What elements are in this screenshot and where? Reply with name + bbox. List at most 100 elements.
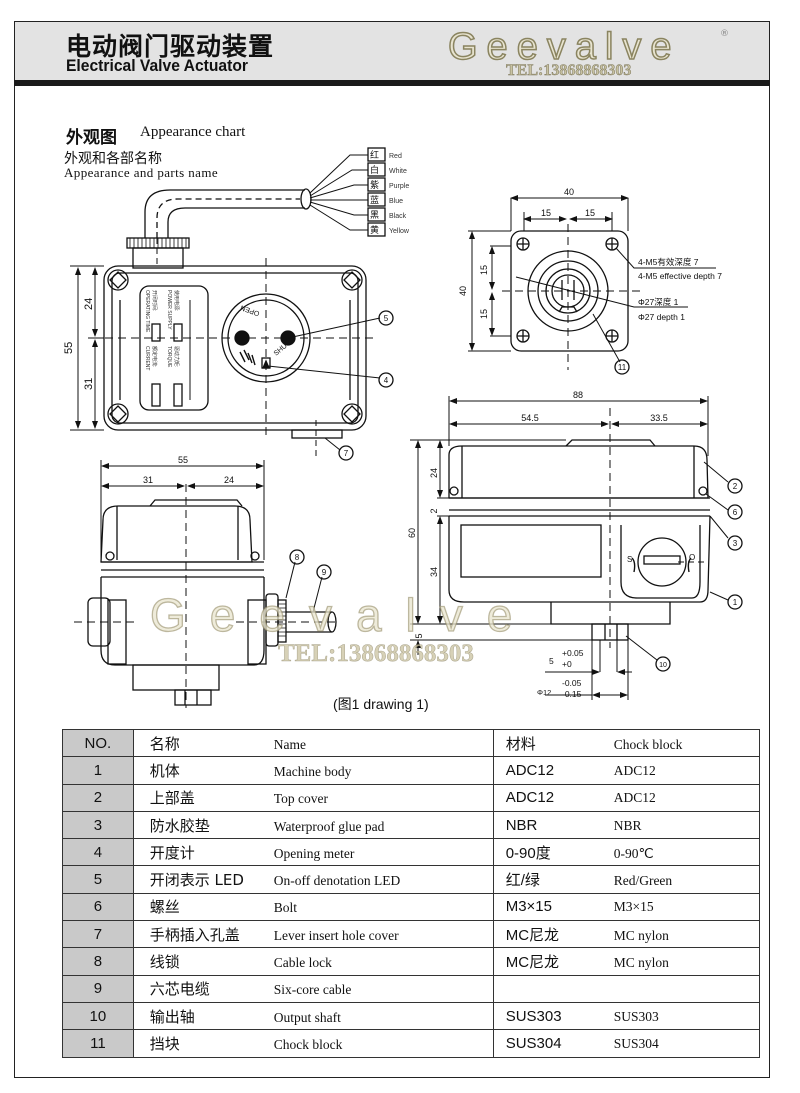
callout-5-label: 5 <box>384 314 389 323</box>
wire-en-purple: Purple <box>389 183 409 190</box>
row-name-cn: 挡块 <box>149 1034 180 1053</box>
callout-11 <box>614 359 630 375</box>
dim-side-24: 24 <box>224 475 234 485</box>
dim-right-34: 34 <box>429 567 439 577</box>
dim-right-2: 2 <box>429 508 439 513</box>
registered-mark: ® <box>720 29 729 39</box>
row-name-cn: 开度计 <box>149 843 195 862</box>
front-callout-leaders <box>267 317 381 451</box>
row-name-en: Machine body <box>273 763 352 779</box>
callout-9 <box>316 564 332 580</box>
callout-8-label: 8 <box>295 553 300 562</box>
section-subtitle-cn: 外观和各部名称 <box>64 151 162 167</box>
callout-1-label: 1 <box>733 598 738 607</box>
dial-open-label: OPEN <box>240 303 261 316</box>
row-name-cn: 手柄插入孔盖 <box>149 925 240 944</box>
dim-right-54-5: 54.5 <box>521 413 539 423</box>
row-no: 2 <box>62 783 134 812</box>
callout-2 <box>727 478 743 494</box>
dim-front-24: 24 <box>83 298 95 310</box>
side-view-dimensions <box>100 460 323 613</box>
six-core-cable <box>126 188 312 269</box>
front-view-dimensions <box>70 265 104 431</box>
callout-8 <box>289 549 305 565</box>
wire-cn-white: 白 <box>370 164 379 176</box>
row-name-en: Top cover <box>273 791 328 807</box>
dim-bottom-40w: 40 <box>564 187 574 197</box>
header-name-cn: 名称 <box>149 734 180 753</box>
row-material-cn: SUS303 <box>505 1007 562 1025</box>
row-no: 4 <box>62 838 134 867</box>
label-current: 额定电流: <box>151 346 158 367</box>
dim-side-55: 55 <box>178 455 188 465</box>
row-material-cn: SUS304 <box>505 1034 562 1052</box>
row-name-en: Chock block <box>273 1036 343 1052</box>
row-material-cn: MC尼龙 <box>505 954 560 972</box>
side-view <box>74 484 340 708</box>
row-name-cn: 上部盖 <box>149 789 195 808</box>
manual-dial <box>637 537 687 587</box>
row-name-en: Waterproof glue pad <box>273 818 385 834</box>
row-name-en: Six-core cable <box>273 982 352 998</box>
wire-en-white: White <box>389 168 407 175</box>
brand-tel: TEL:13868868303 <box>506 62 632 80</box>
right-view-dimensions <box>410 396 729 700</box>
callout-2-label: 2 <box>733 482 738 491</box>
row-name: 上部盖 Top cover <box>132 783 494 812</box>
row-material-cn: M3×15 <box>505 898 552 916</box>
row-name-cn: 开闭表示 LED <box>149 871 244 890</box>
label-power-en: POWER SUPPLY <box>166 290 172 330</box>
row-name-cn: 输出轴 <box>149 1007 195 1026</box>
header-material-cn: 材料 <box>505 735 536 753</box>
row-name: 防水胶垫 Waterproof glue pad <box>132 810 494 840</box>
row-name-cn: 防水胶垫 <box>149 816 210 835</box>
dim-right-60: 60 <box>407 528 417 538</box>
tol-key-lower: +0 <box>562 659 572 669</box>
note-m5-en: 4-M5 effective depth 7 <box>638 271 722 281</box>
callout-4-label: 4 <box>384 376 389 385</box>
row-material-en: M3×15 <box>613 899 654 915</box>
section-title-en: Appearance chart <box>140 124 246 140</box>
dim-bottom-40h: 40 <box>458 286 468 296</box>
row-material-cn: ADC12 <box>505 789 555 807</box>
dim-bottom-15t: 15 <box>479 265 489 275</box>
dim-right-24: 24 <box>429 468 439 478</box>
row-no: 8 <box>62 947 134 976</box>
callout-5 <box>378 310 394 326</box>
row-no: 11 <box>62 1029 134 1058</box>
note-phi27-en: Φ27 depth 1 <box>638 312 685 322</box>
row-material-en: MC nylon <box>613 927 669 943</box>
wire-cn-purple: 紫 <box>370 180 379 191</box>
tol-dia-lower: -0.15 <box>562 689 582 699</box>
label-time: 开闭时间: <box>151 290 158 311</box>
row-name-cn: 螺丝 <box>149 898 180 917</box>
title-cn: 电动阀门驱动装置 <box>66 32 275 61</box>
row-no: 10 <box>62 1001 134 1031</box>
watermark-brand: Geevalve <box>149 588 537 641</box>
row-no: 5 <box>62 865 134 894</box>
row-no: 1 <box>62 756 134 785</box>
watermark-tel: TEL:13868868303 <box>278 640 474 668</box>
front-view <box>92 238 378 460</box>
row-material: M3×15 M3×15 <box>492 892 761 922</box>
callout-7-label: 7 <box>344 449 349 458</box>
mounting-hole-icons <box>516 237 619 343</box>
dim-front-31: 31 <box>83 378 95 390</box>
label-torque-en: TORQUE <box>166 346 172 368</box>
callout-10 <box>655 656 671 672</box>
